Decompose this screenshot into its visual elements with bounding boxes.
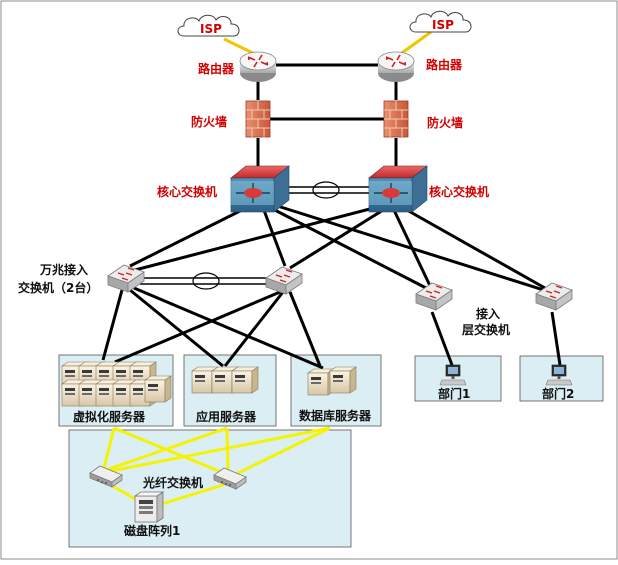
server-icon	[144, 375, 172, 403]
access-label-line1: 接入	[476, 306, 500, 321]
virtual-servers-group	[61, 361, 172, 407]
server-icon	[329, 366, 357, 394]
backbone-links	[256, 63, 398, 170]
core-to-access-links	[129, 201, 553, 294]
core-switch-label-left: 核心交换机	[157, 184, 217, 199]
db-servers-label: 数据库服务器	[299, 408, 372, 423]
core-switch-icon	[368, 165, 428, 213]
tengig-stack-ellipse	[192, 272, 220, 290]
isp-label-right: ISP	[432, 18, 454, 32]
core-stack-ellipse	[312, 181, 340, 199]
firewall-label-right: 防火墙	[427, 115, 463, 130]
dept2-label: 部门2	[542, 386, 574, 401]
router-label-right: 路由器	[426, 57, 463, 72]
router-icon	[377, 51, 415, 83]
app-servers-label: 应用服务器	[196, 409, 257, 424]
dept1-label: 部门1	[438, 386, 470, 401]
core-switch-label-right: 核心交换机	[429, 184, 489, 199]
tengig-label-line1: 万兆接入	[39, 262, 88, 277]
virtual-servers-label: 虚拟化服务器	[73, 409, 146, 424]
firewall-label-left: 防火墙	[191, 114, 227, 129]
isp-link-right	[398, 30, 432, 57]
disk-array-icon	[133, 491, 165, 523]
core-switch-icon	[230, 165, 290, 213]
firewall-icon	[245, 100, 271, 138]
access-label-line2: 层交换机	[462, 322, 510, 337]
disk-array-label: 磁盘阵列1	[123, 523, 180, 538]
server-icon	[231, 366, 259, 394]
fiber-links	[101, 426, 331, 509]
dept2-panel	[519, 355, 604, 402]
access-to-server-links	[101, 286, 562, 370]
router-icon	[239, 51, 277, 83]
firewall-icon	[383, 100, 409, 138]
router-label-left: 路由器	[198, 61, 235, 76]
fiber-switch-label: 光纤交换机	[142, 475, 203, 490]
isp-label-left: ISP	[200, 22, 222, 36]
tengig-label-line2: 交换机（2台）	[18, 280, 98, 295]
dept1-panel	[414, 355, 502, 402]
